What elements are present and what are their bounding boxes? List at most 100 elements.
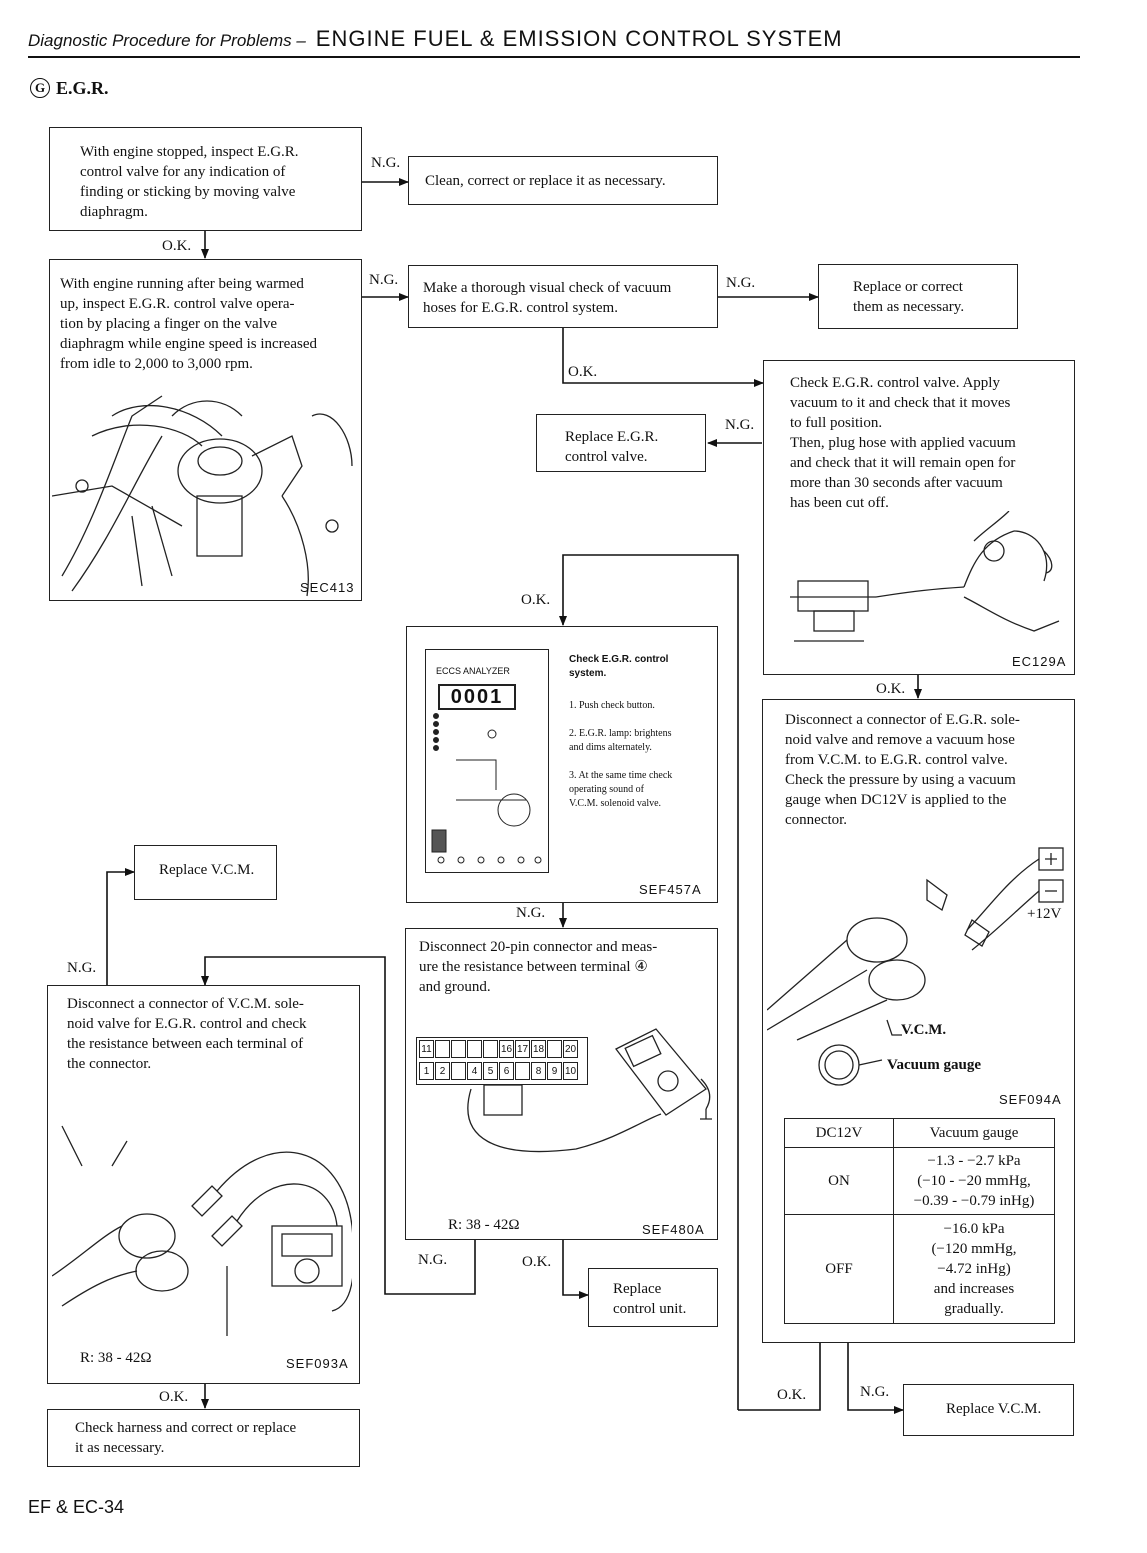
arrow-s2-ok [559, 554, 739, 1410]
step-check-harness: Check harness and correct or replace it … [47, 1409, 360, 1467]
step-measure-20pin-resistance: R: 38 - 42Ω [448, 1217, 520, 1233]
step-replace-vcm-left-text: Replace V.C.M. [159, 862, 255, 878]
label-vcm: V.C.M. [901, 1022, 947, 1038]
connector-pin [435, 1040, 450, 1058]
step-replace-control-unit-text: Replace control unit. [613, 1281, 687, 1317]
table-cell-state: OFF [784, 1214, 894, 1324]
table-header: DC12V [784, 1118, 894, 1148]
connector-pin: 16 [499, 1040, 514, 1058]
analyzer-panel-details [431, 713, 542, 864]
step-replace-egr-valve: Replace E.G.R. control valve. [536, 414, 706, 472]
eccs-analyzer-device: ECCS ANALYZER 0001 [425, 649, 549, 873]
connector-pin: 8 [531, 1062, 546, 1080]
step-replace-control-unit: Replace control unit. [588, 1268, 718, 1327]
step-replace-hoses-text: Replace or correct them as necessary. [853, 279, 965, 315]
connector-pin: 2 [435, 1062, 450, 1080]
label-ok-7: O.K. [522, 1254, 552, 1270]
label-ok-5: O.K. [521, 592, 551, 608]
figure-code-sef094a: SEF094A [999, 1092, 1062, 1107]
step-check-vcm-pressure-text: Disconnect a connector of E.G.R. sole- n… [785, 712, 1020, 828]
multimeter-illustration [467, 1028, 712, 1153]
page-number: EF & EC-34 [28, 1497, 125, 1517]
connector-pin: 1 [419, 1062, 434, 1080]
step-check-vcm-solenoid-resistance: R: 38 - 42Ω [80, 1350, 152, 1366]
step-replace-hoses: Replace or correct them as necessary. [818, 264, 1018, 329]
figure-code-sef093a: SEF093A [286, 1356, 349, 1371]
list-item: 1. Push check button. [569, 700, 655, 711]
line-s6-ok [738, 1343, 821, 1411]
vcm-gauge-illustration [767, 847, 1064, 1086]
step-inspect-valve-stopped-text: With engine stopped, inspect E.G.R. cont… [80, 144, 299, 220]
step-inspect-valve-running: With engine running after being warmed u… [49, 259, 362, 601]
step-check-harness-text: Check harness and correct or replace it … [75, 1420, 297, 1456]
connector-pin [547, 1040, 562, 1058]
header-prefix: Diagnostic Procedure for Problems – [28, 31, 306, 50]
table-row: ON −1.3 - −2.7 kPa (−10 - −20 mmHg, −0.3… [784, 1147, 1055, 1215]
step-check-vacuum-hoses: Make a thorough visual check of vacuum h… [408, 265, 718, 328]
step-inspect-valve-running-text: With engine running after being warmed u… [60, 276, 317, 372]
connector-pin [451, 1040, 466, 1058]
table-cell-state: ON [784, 1147, 894, 1215]
section-title: E.G.R. [56, 78, 109, 98]
label-ng-7: N.G. [418, 1252, 448, 1268]
label-ng-2: N.G. [369, 272, 399, 288]
label-ng-4: N.G. [725, 417, 755, 433]
connector-pin: 11 [419, 1040, 434, 1058]
figure-code-sec413: SEC413 [300, 580, 355, 595]
label-ok-3: O.K. [568, 364, 598, 380]
page-header: Diagnostic Procedure for Problems – ENGI… [28, 26, 1128, 52]
list-item: 3. At the same time check operating soun… [569, 770, 673, 809]
arrow-s8-ng [106, 868, 135, 985]
step-check-vcm-solenoid: Disconnect a connector of V.C.M. sole- n… [47, 985, 360, 1384]
solenoid-multimeter-illustration [52, 1125, 352, 1336]
step-check-vcm-pressure: Disconnect a connector of E.G.R. sole- n… [762, 699, 1075, 1343]
label-ok-4: O.K. [876, 681, 906, 697]
list-item: 2. E.G.R. lamp: brightens and dims alter… [569, 728, 672, 753]
table-header-row: DC12V Vacuum gauge [784, 1118, 1055, 1148]
label-ok-6: O.K. [777, 1387, 807, 1403]
connector-pin: 9 [547, 1062, 562, 1080]
step-replace-vcm-right-text: Replace V.C.M. [946, 1401, 1042, 1417]
label-ng-8: N.G. [67, 960, 97, 976]
step-clean-replace-text: Clean, correct or replace it as necessar… [425, 173, 666, 189]
connector-pin: 17 [515, 1040, 530, 1058]
figure-code-ec129a: EC129A [1012, 654, 1067, 669]
step-check-egr-system-title: Check E.G.R. control system. [569, 654, 669, 679]
label-ng-1: N.G. [371, 155, 401, 171]
label-ng-3: N.G. [726, 275, 756, 291]
label-vacuum-gauge: Vacuum gauge [887, 1057, 982, 1073]
label-ng-6: N.G. [860, 1384, 890, 1400]
arrow-s6-ng [847, 1343, 904, 1414]
label-ok-1: O.K. [162, 238, 192, 254]
connector-pin: 5 [483, 1062, 498, 1080]
step-check-egr-system-list: 1. Push check button. 2. E.G.R. lamp: br… [569, 685, 709, 825]
connector-pin [483, 1040, 498, 1058]
step-check-valve-vacuum: Check E.G.R. control valve. Apply vacuum… [763, 360, 1075, 675]
label-ng-5: N.G. [516, 905, 546, 921]
engine-egr-illustration [52, 395, 353, 597]
section-marker-icon: G [30, 78, 50, 98]
figure-code-sef457a: SEF457A [639, 882, 702, 897]
header-title: ENGINE FUEL & EMISSION CONTROL SYSTEM [315, 26, 843, 51]
arrow-s3-ok [562, 328, 764, 387]
connector-pin: 10 [563, 1062, 578, 1080]
connector-pin: 6 [499, 1062, 514, 1080]
analyzer-display: 0001 [438, 684, 516, 710]
step-replace-vcm-right: Replace V.C.M. [903, 1384, 1074, 1436]
connector-pin: 4 [467, 1062, 482, 1080]
table-row: OFF −16.0 kPa (−120 mmHg, −4.72 inHg) an… [784, 1214, 1055, 1324]
connector-pin: 18 [531, 1040, 546, 1058]
valve-vacuum-illustration [790, 511, 1060, 642]
section-heading: G E.G.R. [30, 78, 109, 99]
table-header: Vacuum gauge [893, 1118, 1055, 1148]
connector-pin [451, 1062, 466, 1080]
step-replace-vcm-left: Replace V.C.M. [134, 845, 277, 900]
connector-pin [515, 1062, 530, 1080]
connector-pin [467, 1040, 482, 1058]
step-measure-20pin-text: Disconnect 20-pin connector and meas- ur… [419, 939, 658, 995]
step-check-valve-vacuum-text: Check E.G.R. control valve. Apply vacuum… [790, 375, 1016, 511]
